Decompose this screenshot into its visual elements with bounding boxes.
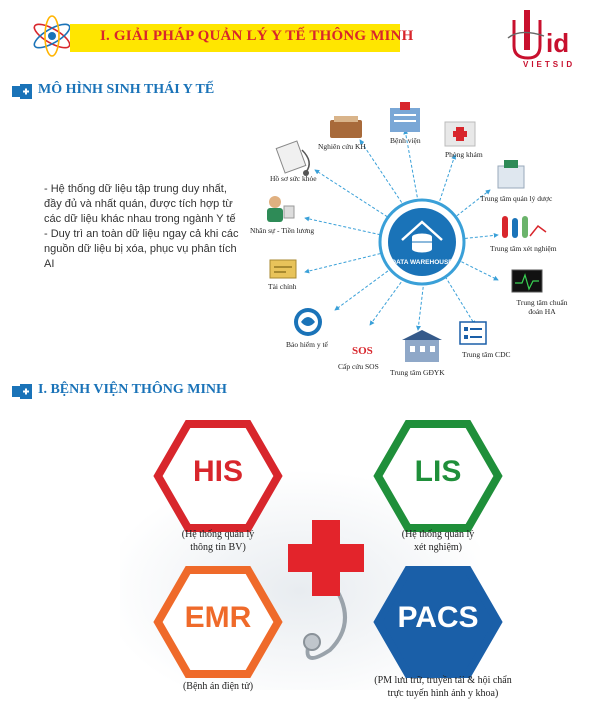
his-code: HIS <box>192 455 243 488</box>
logo-text: VIETSID <box>523 60 576 69</box>
node-insurance-label: Bảo hiểm y tế <box>286 340 328 349</box>
checklist-icon <box>459 321 487 345</box>
pacs-hexagon <box>373 566 503 678</box>
finance-icon <box>269 259 297 279</box>
node-emergency-label: Cấp cứu SOS <box>338 362 379 371</box>
pharmacy-icon <box>497 160 525 189</box>
section-ecosystem-title: MÔ HÌNH SINH THÁI Y TẾ <box>38 82 215 97</box>
test-tubes-icon <box>502 216 547 238</box>
emr-code: EMR <box>184 601 252 634</box>
books-icon <box>330 116 362 138</box>
ecosystem-diagram: DATA WAREHOUSE SOS Nghiên cứu KH Bệnh vi… <box>250 100 600 390</box>
data-warehouse-hub: DATA WAREHOUSE <box>378 198 466 286</box>
bullet-item: - Hệ thống dữ liệu tập trung duy nhất, đ… <box>44 183 236 225</box>
bullet-item: - Duy trì an toàn dữ liệu ngay cả khi cá… <box>44 228 239 270</box>
pacs-code: PACS <box>397 601 479 634</box>
insurance-logo-icon <box>294 308 322 336</box>
node-diagnosis-label: Trung tâm chuẩn đoán HA <box>516 298 568 316</box>
plus-box-icon <box>12 384 32 399</box>
emr-description: (Bệnh án điện tử) <box>182 681 254 692</box>
logo-letters: id <box>546 28 569 58</box>
clipboard-stethoscope-icon <box>275 140 310 176</box>
clinic-icon <box>444 121 476 147</box>
database-icon <box>412 233 432 253</box>
monitor-icon <box>511 269 543 293</box>
sos-text: SOS <box>352 345 373 357</box>
hospital-building-icon <box>390 102 420 132</box>
node-lab-label: Trung tâm xét nghiệm <box>490 244 557 253</box>
emr-hexagon <box>153 566 283 678</box>
title-highlight <box>70 24 400 52</box>
lis-hexagon <box>373 420 503 532</box>
medical-cross-icon <box>288 520 364 596</box>
building-icon <box>402 330 442 362</box>
section-smart-hospital-title: I. BỆNH VIỆN THÔNG MINH <box>38 382 227 397</box>
stethoscope-icon <box>305 578 347 660</box>
node-research-label: Nghiên cứu KH <box>318 142 366 151</box>
smart-hospital-diagram: HIS LIS EMR PACS (Hệ thống quản lý thông… <box>0 410 600 720</box>
atom-icon <box>33 15 71 57</box>
page-title: I. GIẢI PHÁP QUẢN LÝ Y TẾ THÔNG MINH <box>100 28 414 44</box>
his-hexagon <box>153 420 283 532</box>
lis-description: (Hệ thống quản lý xét nghiệm) <box>401 529 475 553</box>
node-hospital-label: Bệnh viện <box>390 136 421 145</box>
vietsid-logo: id <box>507 10 569 60</box>
page-header: I. GIẢI PHÁP QUẢN LÝ Y TẾ THÔNG MINH id … <box>0 0 600 72</box>
connector-lines <box>304 129 499 331</box>
person-icon <box>267 196 295 222</box>
data-warehouse-label: DATA WAREHOUSE <box>391 259 453 266</box>
node-clinic-label: Phòng khám <box>445 150 483 159</box>
node-pharmacy-label: Trung tâm quản lý dược <box>480 194 553 203</box>
node-cdc-label: Trung tâm CDC <box>462 350 511 359</box>
lis-code: LIS <box>414 455 462 488</box>
node-forensic-label: Trung tâm GĐYK <box>390 368 445 377</box>
node-health-record-label: Hồ sơ sức khỏe <box>270 174 317 183</box>
ecosystem-description: - Hệ thống dữ liệu tập trung duy nhất, đ… <box>44 182 240 272</box>
node-hr-label: Nhân sự - Tiền lương <box>250 226 315 235</box>
plus-box-icon <box>12 84 32 99</box>
node-finance-label: Tài chính <box>268 282 297 291</box>
his-description: (Hệ thống quản lý thông tin BV) <box>181 529 255 553</box>
pacs-description: (PM lưu trữ, truyền tải & hội chẩn trực … <box>374 675 512 699</box>
